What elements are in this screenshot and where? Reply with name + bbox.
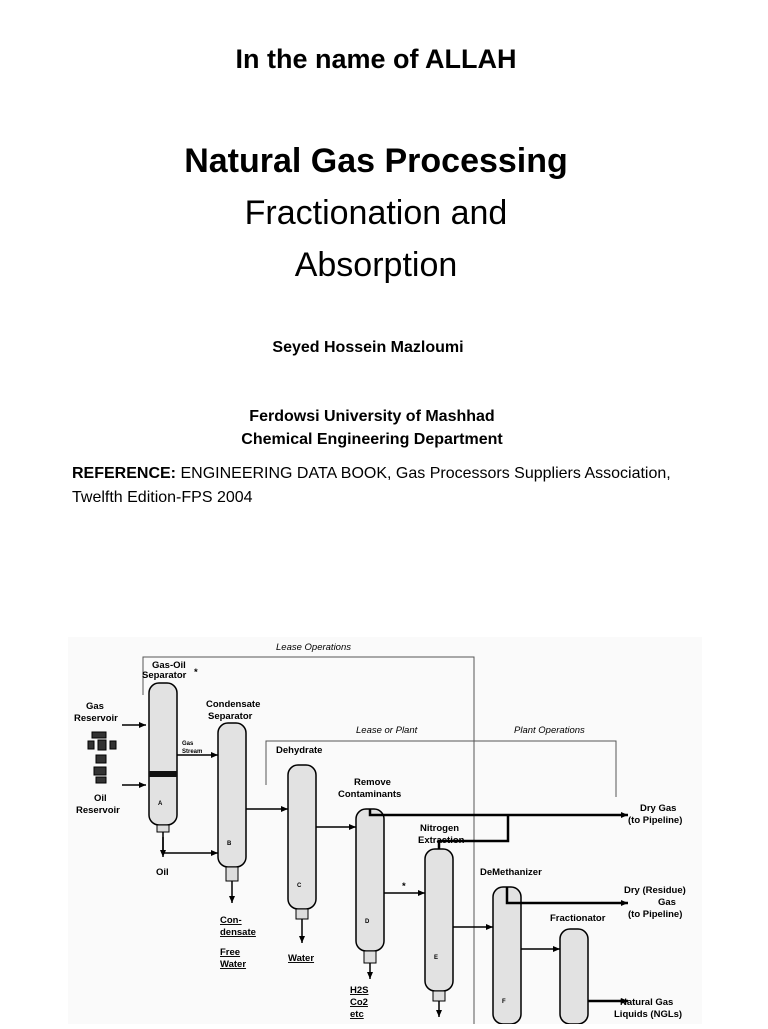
condensate-output-label-2: densate: [220, 927, 256, 938]
oil-reservoir-label: Oil: [94, 793, 107, 804]
water-output-label: Water: [288, 953, 314, 964]
fractionator-vessel: [559, 928, 589, 1025]
asterisk-a: *: [194, 667, 198, 678]
residue-gas-output-label-3: (to Pipeline): [628, 909, 682, 920]
vessel-d-letter: D: [365, 919, 370, 925]
gas-stream-label-2: Stream: [182, 749, 202, 755]
ngl-output-label-2: Liquids (NGLs): [614, 1009, 682, 1020]
vessel-d: [355, 808, 385, 964]
zone-label-plant: Plant Operations: [514, 725, 585, 736]
vessel-f: [492, 886, 522, 1025]
vessel-b: [217, 722, 247, 882]
reference-label: REFERENCE:: [72, 465, 177, 482]
vessel-c: [287, 764, 317, 920]
bottom-outlets: [160, 832, 442, 1017]
free-water-output-label-2: Water: [220, 959, 246, 970]
contaminants-output-label: H2S: [350, 985, 368, 996]
residue-gas-output-label-2: Gas: [658, 897, 676, 908]
gas-oil-separator-label: Gas-Oil: [152, 660, 186, 671]
nitrogen-extraction-label: Nitrogen: [420, 823, 459, 834]
condensate-output-label: Con-: [220, 915, 242, 926]
condensate-separator-label-2: Separator: [208, 711, 253, 722]
vessel-a: [148, 682, 178, 833]
reference-line-2: Twelfth Edition-FPS 2004: [72, 489, 253, 506]
dry-gas-output-label-2: (to Pipeline): [628, 815, 682, 826]
reference-block: REFERENCE: ENGINEERING DATA BOOK, Gas Pr…: [72, 462, 712, 510]
remove-contaminants-label-2: Contaminants: [338, 789, 401, 800]
contaminants-output-label-3: etc: [350, 1009, 364, 1020]
author-name: Seyed Hossein Mazloumi: [272, 339, 464, 356]
gas-stream-label: Gas: [182, 741, 194, 747]
oil-output-label: Oil: [156, 867, 169, 878]
condensate-separator-label: Condensate: [206, 699, 260, 710]
vessel-b-letter: B: [227, 841, 232, 847]
contaminants-output-label-2: Co2: [350, 997, 368, 1008]
zone-label-lease-or-plant: Lease or Plant: [356, 725, 418, 736]
residue-gas-output-label: Dry (Residue): [624, 885, 686, 896]
remove-contaminants-label: Remove: [354, 777, 391, 788]
asterisk-e: *: [402, 881, 406, 892]
university-name: Ferdowsi University of Mashhad: [249, 408, 495, 425]
zone-label-lease: Lease Operations: [276, 642, 351, 653]
vessel-e: [424, 848, 454, 1002]
fractionator-label: Fractionator: [550, 913, 606, 924]
wellhead-icon: [87, 731, 117, 784]
page-title: Natural Gas Processing: [184, 142, 568, 180]
process-flow-diagram: Lease Operations Lease or Plant Plant Op…: [68, 637, 702, 1025]
flow-lines: [368, 809, 628, 1004]
vessel-a-letter: A: [158, 801, 163, 807]
gas-reservoir-label-2: Reservoir: [74, 713, 118, 724]
gas-reservoir-label: Gas: [86, 701, 104, 712]
subtitle-line-2: Absorption: [294, 246, 458, 284]
ngl-output-label: Natural Gas: [620, 997, 673, 1008]
department-name: Chemical Engineering Department: [241, 431, 503, 448]
gas-oil-separator-label-2: Separator: [142, 670, 187, 681]
free-water-output-label: Free: [220, 947, 240, 958]
vessel-f-letter: F: [502, 999, 506, 1005]
vessel-c-letter: C: [297, 883, 302, 889]
greeting-heading: In the name of ALLAH: [235, 44, 517, 74]
reference-line-1: ENGINEERING DATA BOOK, Gas Processors Su…: [180, 465, 671, 482]
oil-reservoir-label-2: Reservoir: [76, 805, 120, 816]
dry-gas-output-label: Dry Gas: [640, 803, 676, 814]
demethanizer-label: DeMethanizer: [480, 867, 542, 878]
dehydrate-label: Dehydrate: [276, 745, 322, 756]
vessel-e-letter: E: [434, 955, 438, 961]
subtitle-line-1: Fractionation and: [244, 194, 508, 232]
